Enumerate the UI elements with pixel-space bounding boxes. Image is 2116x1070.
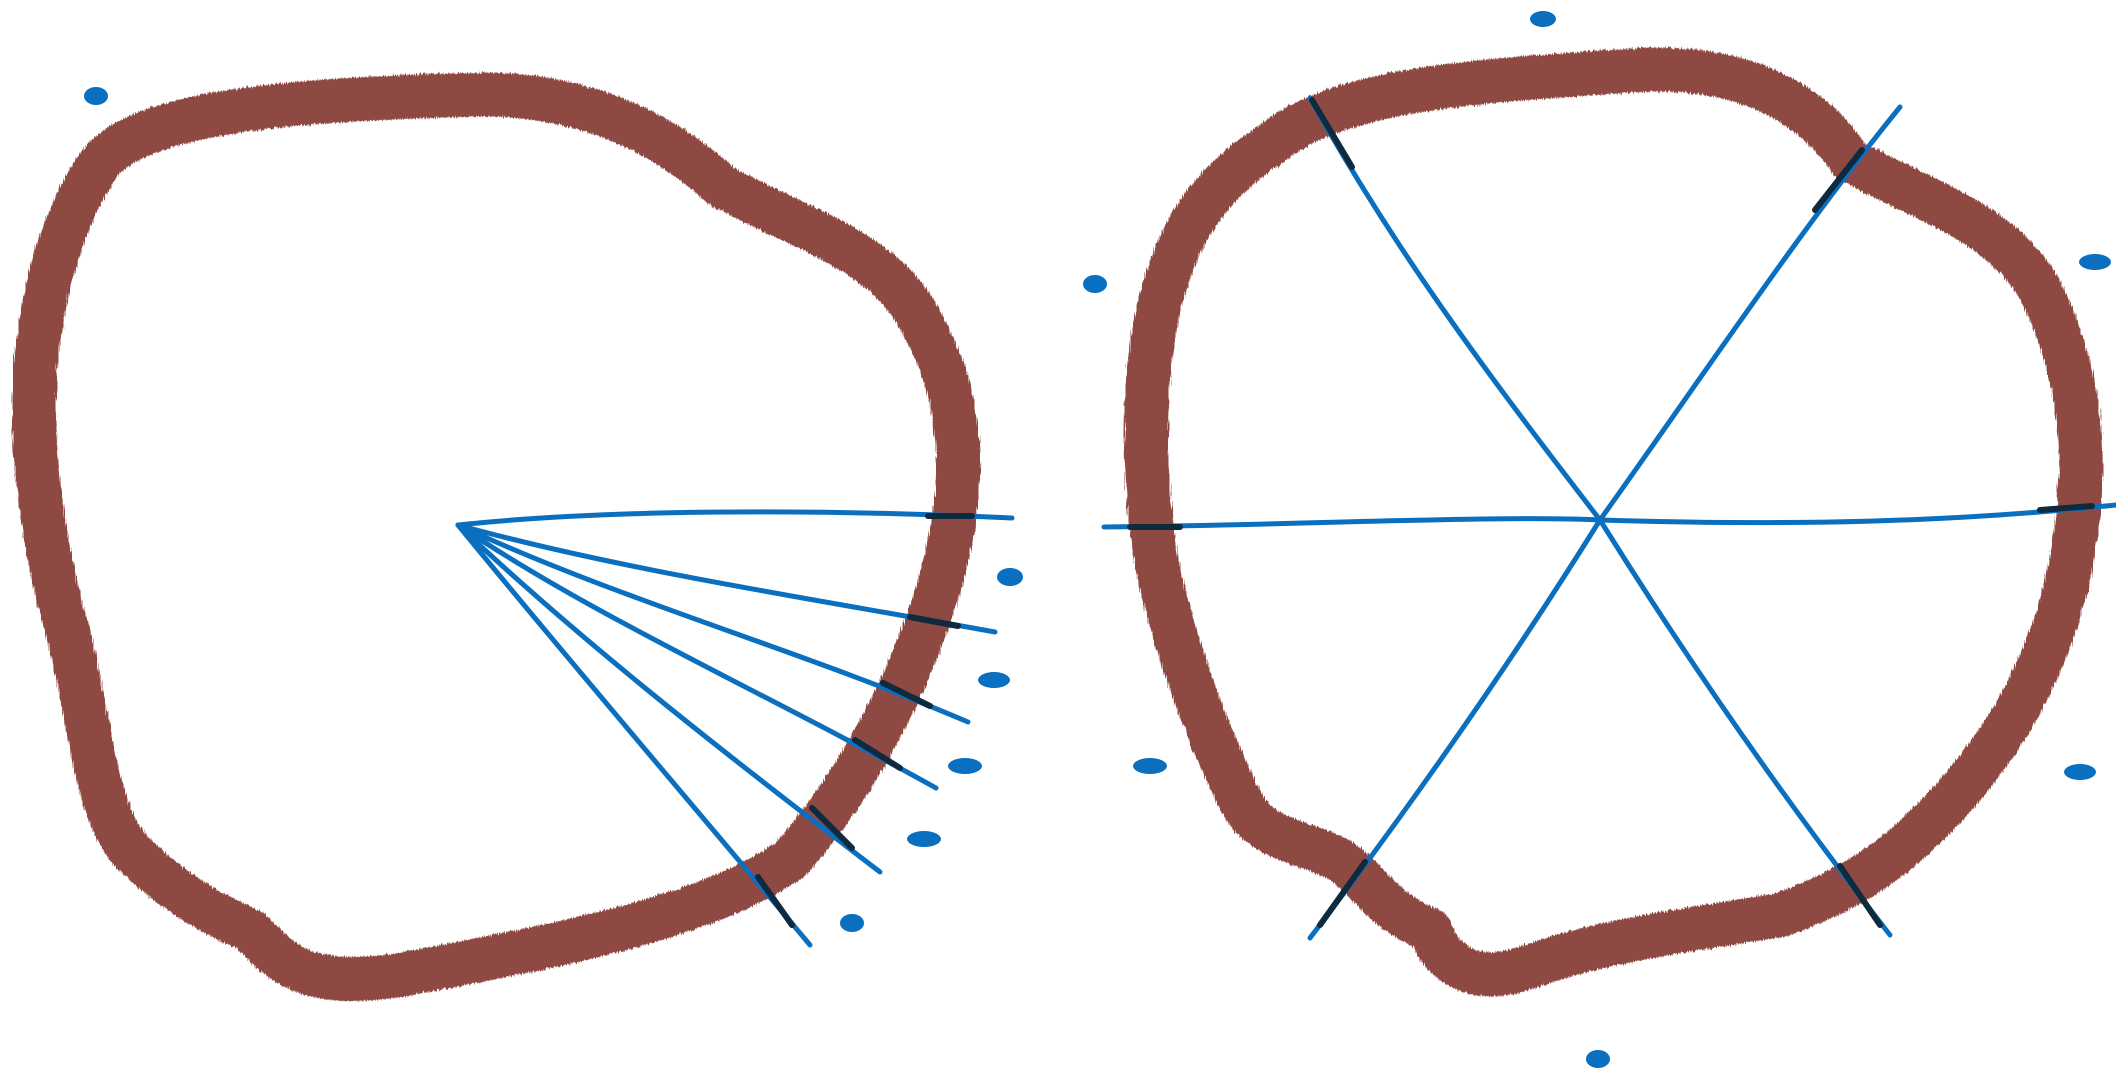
left-marker-3	[948, 758, 982, 774]
left-marker-2	[978, 672, 1010, 688]
right-crossing-e	[2040, 506, 2092, 510]
right-marker-left-lower	[1133, 758, 1167, 774]
right-marker-top	[1530, 11, 1556, 27]
right-marker-bottom	[1586, 1050, 1610, 1068]
left-marker-1	[997, 568, 1023, 586]
left-marker-4	[907, 831, 941, 847]
right-figure	[1083, 11, 2116, 1068]
right-marker-right-lower	[2064, 764, 2096, 780]
left-ray-3	[458, 525, 968, 722]
left-figure	[34, 87, 1023, 979]
right-marker-right-upper	[2079, 254, 2111, 270]
left-marker-5	[840, 914, 864, 932]
left-marker-0	[84, 87, 108, 105]
right-marker-left-upper	[1083, 275, 1107, 293]
